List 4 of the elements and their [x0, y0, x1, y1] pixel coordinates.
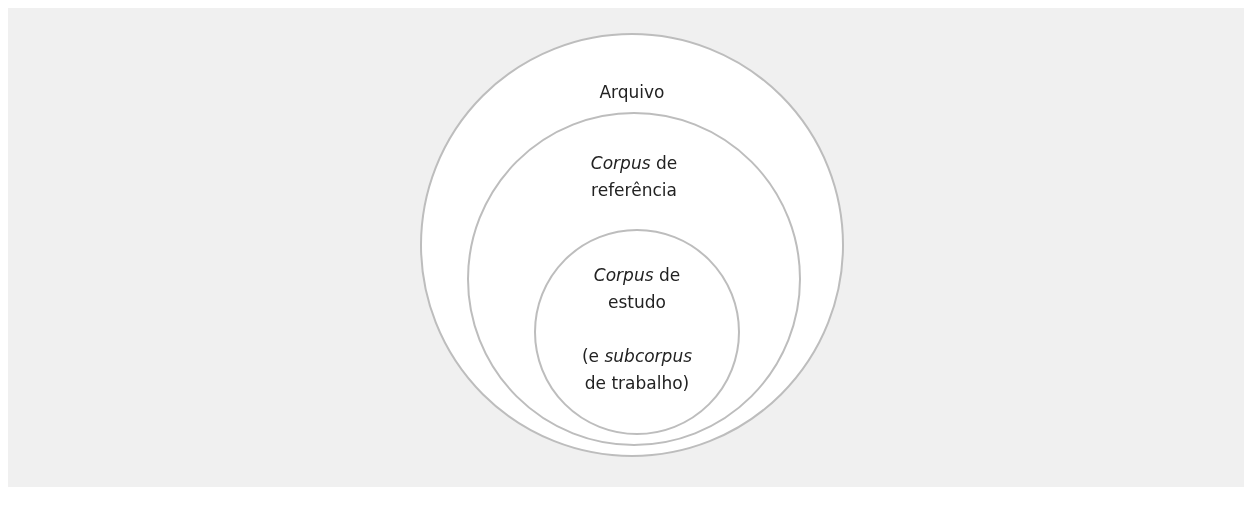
- circle-label: Corpus de referência: [589, 152, 679, 202]
- circle-label: (e subcorpus de trabalho): [580, 345, 694, 395]
- circle-label: Corpus de estudo: [592, 264, 682, 314]
- circle-label: Arquivo: [598, 81, 666, 104]
